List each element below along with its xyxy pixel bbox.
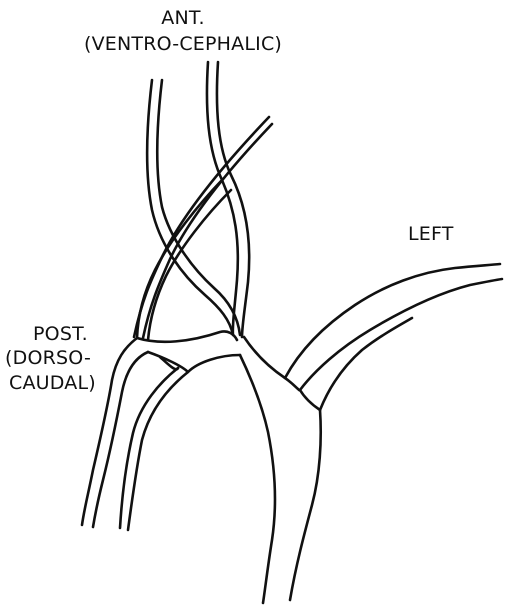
vessels (82, 62, 502, 603)
main-trunk (240, 337, 321, 603)
label-posterior-subtitle-2: CAUDAL) (9, 372, 96, 394)
posterior-branches (82, 331, 240, 530)
label-anterior: ANT. (161, 7, 204, 29)
label-posterior-subtitle-1: (DORSO- (5, 347, 91, 369)
label-left: LEFT (408, 223, 454, 245)
label-posterior: POST. (33, 323, 88, 345)
left-branch (285, 264, 502, 410)
label-anterior-subtitle: (VENTRO-CEPHALIC) (84, 33, 282, 55)
